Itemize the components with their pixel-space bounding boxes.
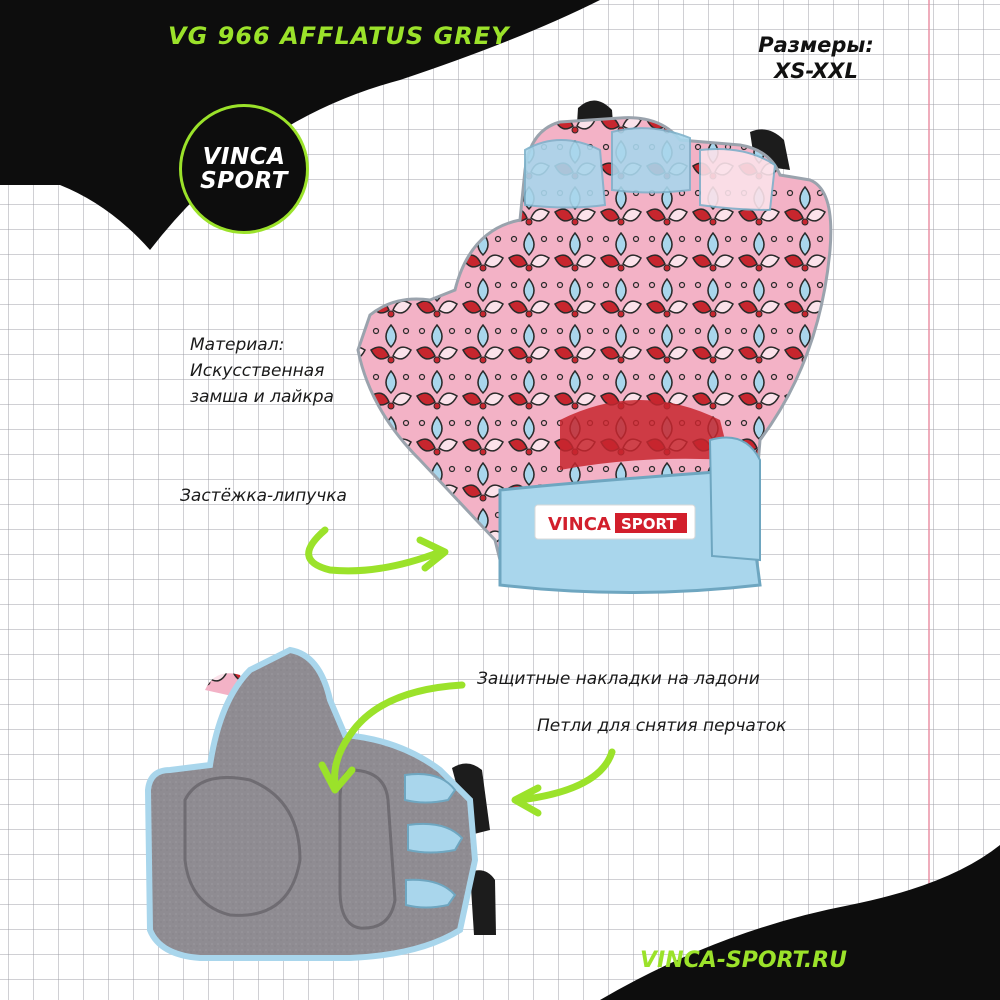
sizes-value: XS-XXL [774, 59, 858, 83]
glove-palm-image [144, 646, 496, 961]
material-line-2: Искусственная [190, 361, 325, 381]
curved-arrow-icon [511, 748, 616, 817]
logo-line-1: VINCA [202, 144, 286, 170]
bottom-right-black-swoosh [600, 845, 1000, 1000]
curved-arrow-icon [305, 526, 449, 575]
website-link[interactable]: VINCA-SPORT.RU [640, 948, 847, 973]
sizes-info: Размеры: XS-XXL [756, 32, 876, 84]
material-line-3: замша и лайкра [190, 387, 334, 407]
material-heading: Материал: [190, 335, 285, 355]
strap-brand-2: SPORT [621, 515, 677, 533]
top-left-black-swoosh [0, 0, 600, 250]
palm-pads-note: Защитные накладки на ладони [477, 669, 760, 689]
curved-arrow-icon [318, 681, 466, 794]
notebook-margin-line [928, 0, 930, 1000]
brand-logo: VINCA SPORT [179, 104, 309, 234]
product-title: VG 966 AFFLATUS GREY [168, 22, 510, 50]
glove-back-image: VINCA SPORT [356, 100, 833, 594]
material-note: Материал: Искусственная замша и лайкра [190, 332, 334, 410]
strap-brand-1: VINCA [548, 514, 611, 535]
logo-line-2: SPORT [200, 168, 288, 194]
velcro-note: Застёжка-липучка [180, 486, 347, 506]
sizes-label: Размеры: [758, 33, 874, 57]
pull-loops-note: Петли для снятия перчаток [537, 716, 787, 736]
